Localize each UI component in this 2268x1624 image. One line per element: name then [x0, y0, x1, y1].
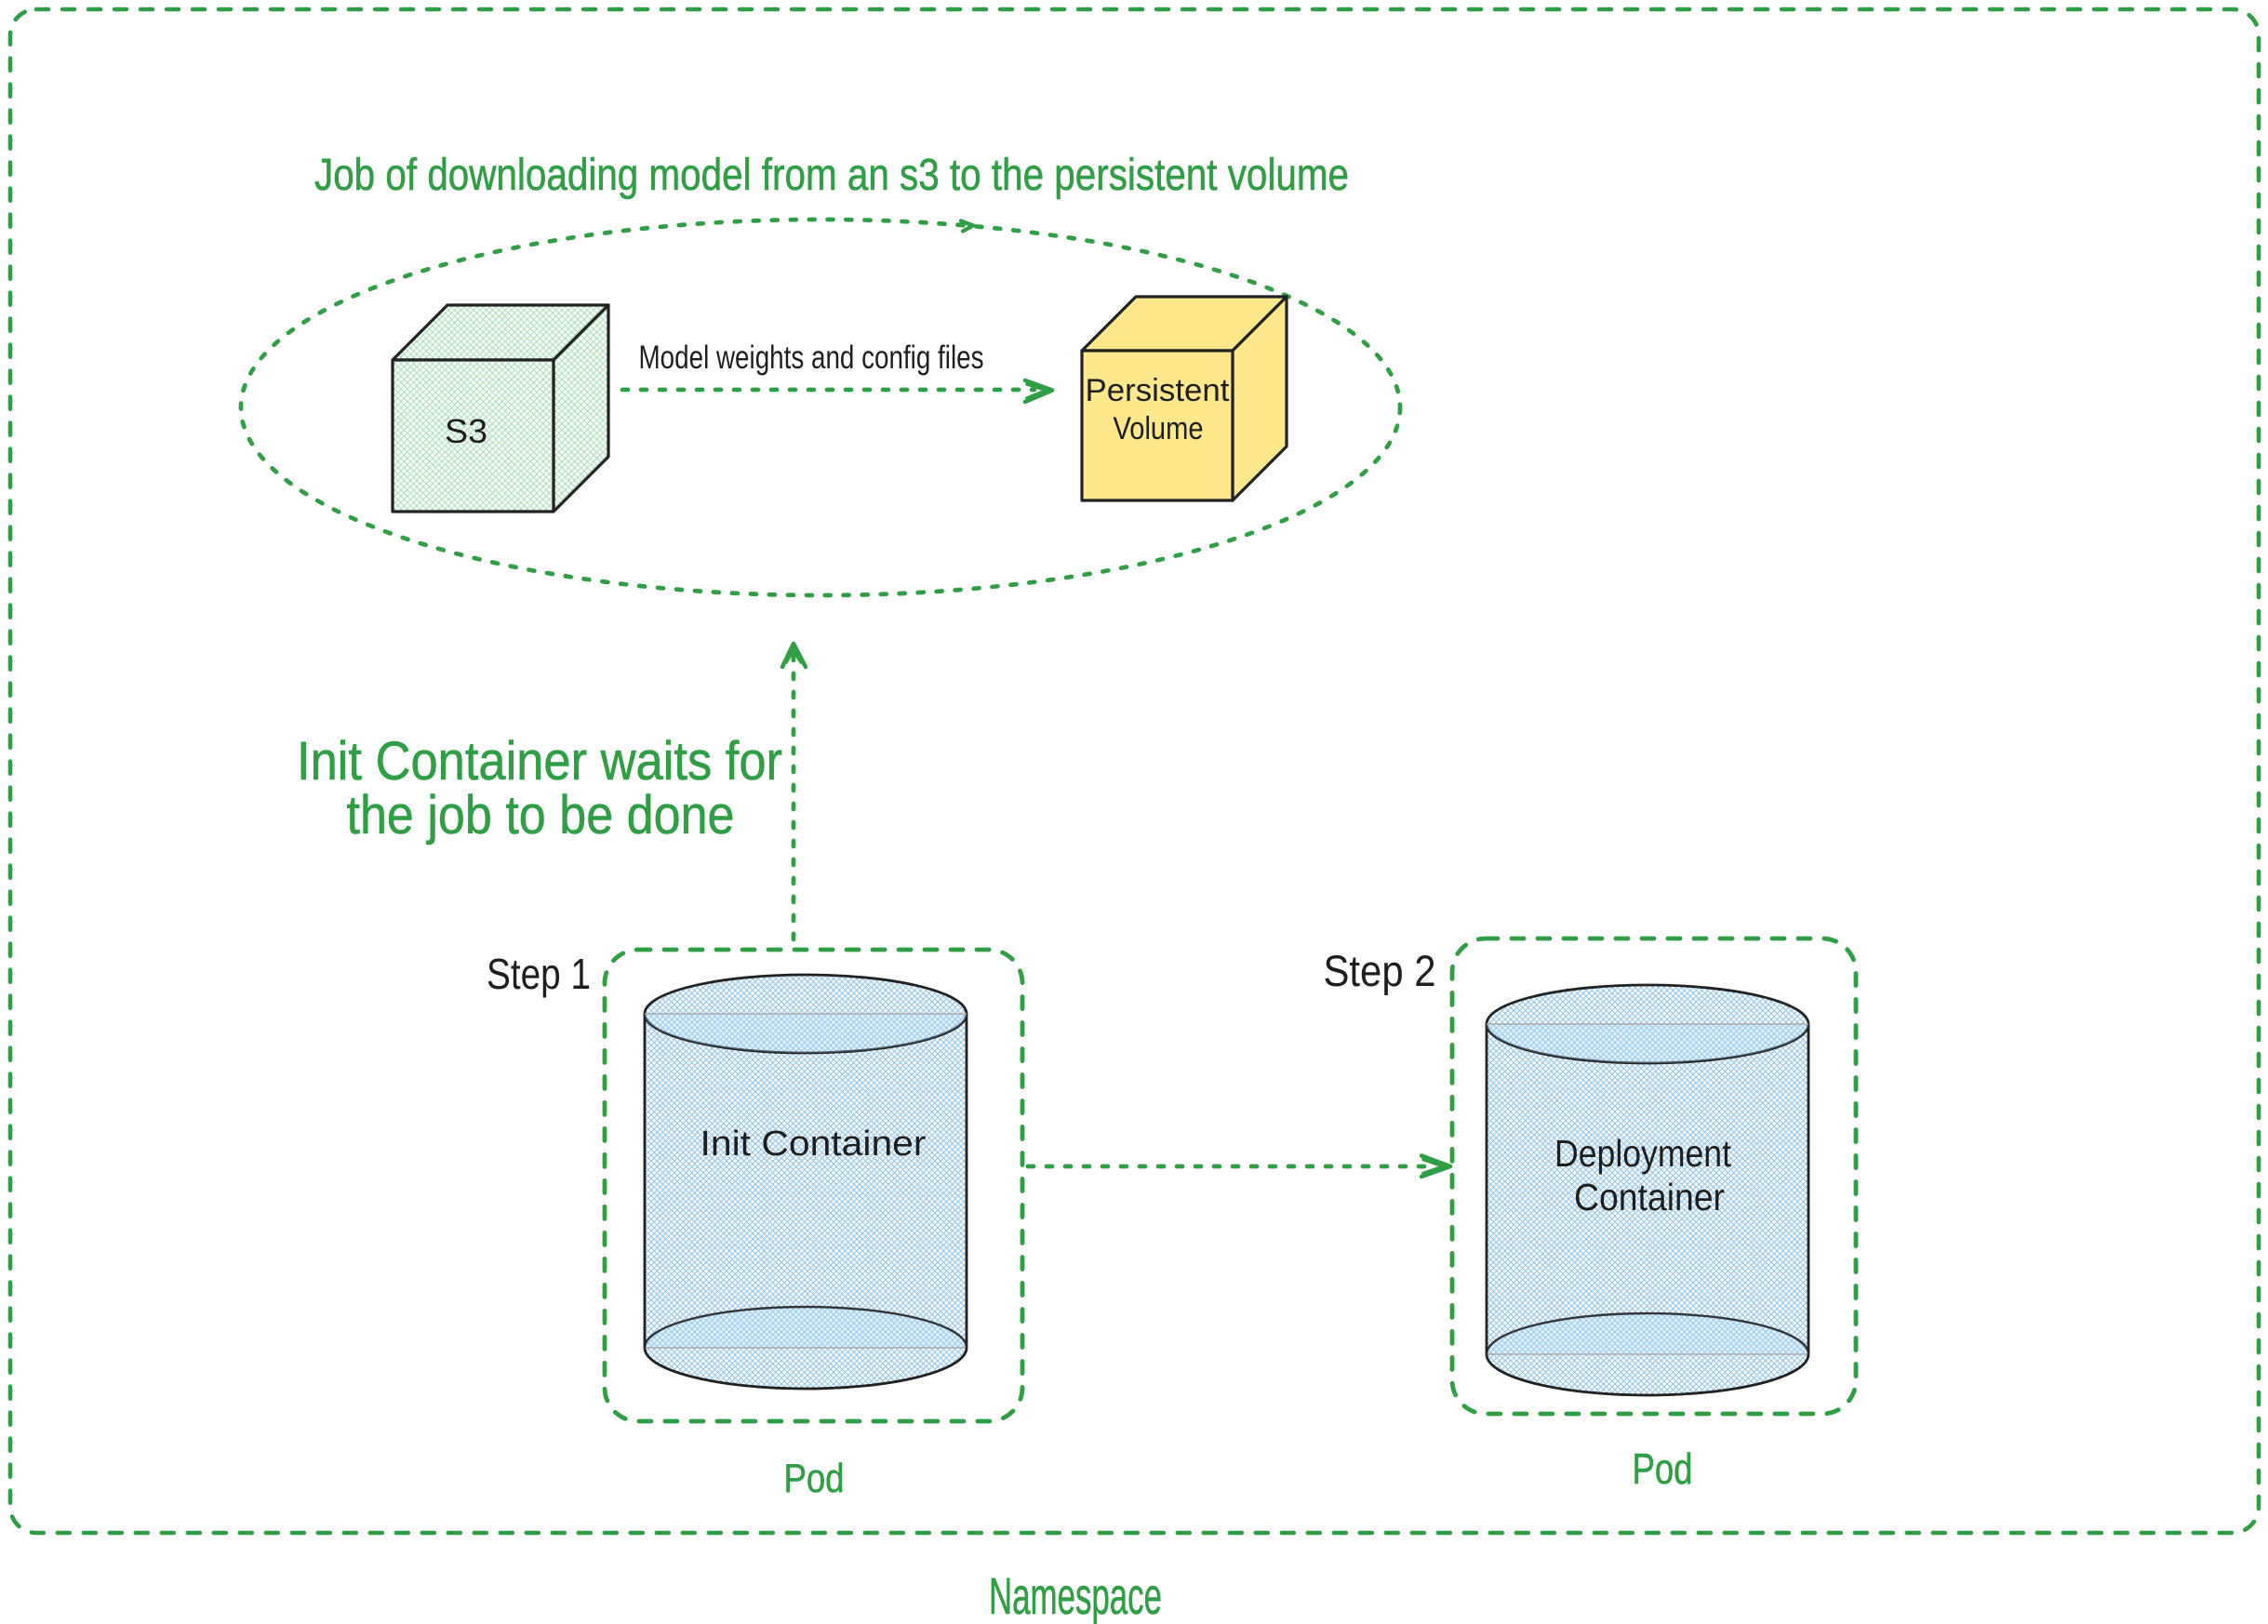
- svg-text:Persistent: Persistent: [1086, 373, 1231, 408]
- svg-text:Container: Container: [1574, 1176, 1725, 1218]
- svg-text:S3: S3: [445, 412, 487, 450]
- svg-text:Pod: Pod: [1633, 1444, 1693, 1493]
- svg-text:Namespace: Namespace: [989, 1566, 1162, 1624]
- svg-text:Step 1: Step 1: [487, 950, 591, 998]
- svg-text:Job of downloading model from: Job of downloading model from an s3 to t…: [314, 151, 1349, 200]
- svg-text:Init Container waits for: Init Container waits for: [297, 731, 782, 792]
- svg-text:Volume: Volume: [1114, 411, 1204, 446]
- svg-text:Pod: Pod: [784, 1456, 845, 1501]
- svg-text:Model weights and config files: Model weights and config files: [639, 339, 984, 376]
- svg-text:the job to be done: the job to be done: [347, 785, 735, 845]
- svg-text:Step 2: Step 2: [1324, 946, 1436, 995]
- svg-text:Init Container: Init Container: [700, 1125, 927, 1164]
- svg-text:Deployment: Deployment: [1554, 1132, 1732, 1175]
